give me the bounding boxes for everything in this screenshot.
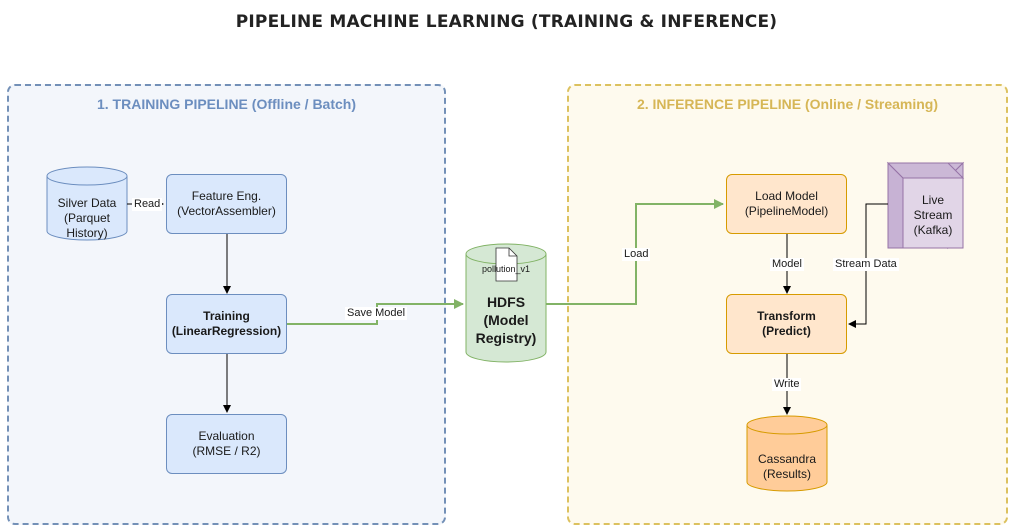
evaluation-label: Evaluation (RMSE / R2) [192,429,261,458]
file-icon [495,247,518,282]
feature-eng-box: Feature Eng. (VectorAssembler) [166,174,287,234]
transform-box: Transform (Predict) [726,294,847,354]
training-label: Training (LinearRegression) [171,309,282,338]
inference-pipeline-title: 2. INFERENCE PIPELINE (Online / Streamin… [636,96,939,112]
edge-label-read: Read [132,198,163,211]
silver-data-label: Silver Data (Parquet History) [57,196,117,240]
edge-label-load: Load [622,248,651,261]
edge-label-write: Write [772,378,802,391]
cassandra-label: Cassandra (Results) [757,452,817,481]
evaluation-box: Evaluation (RMSE / R2) [166,414,287,474]
training-box: Training (LinearRegression) [166,294,287,354]
edge-label-stream-data: Stream Data [833,258,899,271]
load-model-box: Load Model (PipelineModel) [726,174,847,234]
hdfs-registry-cylinder [465,243,547,363]
silver-data-cylinder [46,166,128,241]
transform-label: Transform (Predict) [757,309,816,338]
edge-label-save-model: Save Model [345,307,408,320]
registry-file-label: pollution_v1 [481,264,531,274]
load-model-label: Load Model (PipelineModel) [744,189,829,218]
cassandra-cylinder [746,415,828,492]
diagram-title: PIPELINE MACHINE LEARNING (TRAINING & IN… [235,12,778,32]
registry-label: HDFS (Model Registry) [475,294,537,346]
training-pipeline-title: 1. TRAINING PIPELINE (Offline / Batch) [96,96,357,112]
edge-label-model: Model [770,258,804,271]
feature-eng-label: Feature Eng. (VectorAssembler) [177,189,276,218]
live-stream-cube [886,161,965,250]
live-stream-label: Live Stream (Kafka) [913,193,953,237]
